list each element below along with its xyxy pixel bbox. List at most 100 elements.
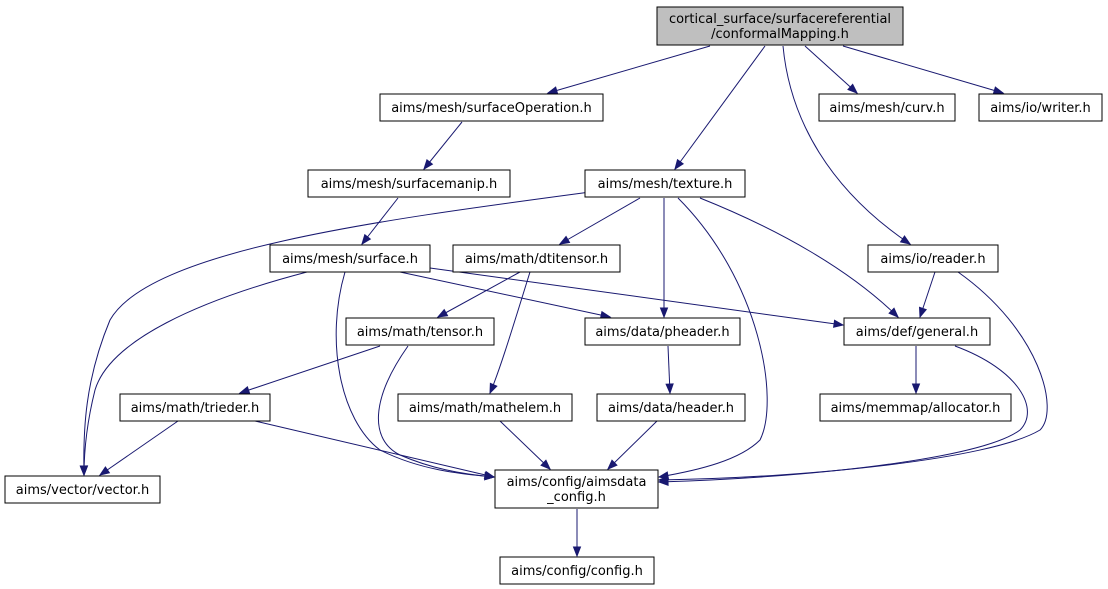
node-pheader[interactable]: aims/data/pheader.h [584,317,741,346]
node-box[interactable] [345,317,495,346]
node-header[interactable]: aims/data/header.h [596,393,746,422]
edge-dtitensor-to-tensor [436,271,521,318]
node-box[interactable] [452,244,621,273]
node-box[interactable] [584,317,741,346]
edge-line [842,45,1004,94]
node-box[interactable] [269,244,431,273]
node-box[interactable] [494,469,659,509]
edge-surfacemanip-to-surface [361,197,399,246]
arrowhead [546,86,559,95]
arrowhead [79,465,89,477]
node-box[interactable] [656,6,904,46]
edge-surface-to-pheader [399,271,612,320]
node-label: aims/data/pheader.h [595,325,729,340]
edge-trieder-to-vector [98,420,179,476]
node-box[interactable] [379,93,604,122]
node-box[interactable] [4,475,161,504]
edge-root-to-surfaceOperation [546,45,711,95]
node-root[interactable]: cortical_surface/surfacereferential/conf… [656,6,904,46]
arrowhead [657,477,669,486]
edge-line [499,420,551,470]
node-reader[interactable]: aims/io/reader.h [867,244,999,273]
arrowhead [899,235,912,245]
edge-line [607,420,658,470]
edge-line [804,45,858,94]
node-allocator[interactable]: aims/memmap/allocator.h [819,393,1012,422]
node-label: aims/data/header.h [608,401,734,416]
node-trieder[interactable]: aims/math/trieder.h [119,393,271,422]
arrowhead [833,319,845,328]
node-texture[interactable]: aims/mesh/texture.h [584,169,746,198]
edge-texture-to-vector [79,191,591,477]
node-label: aims/math/dtitensor.h [465,252,608,267]
edge-pheader-to-header [665,345,674,395]
node-box[interactable] [819,393,1012,422]
arrowhead [483,470,496,479]
node-box[interactable] [818,93,956,122]
edge-line [559,197,641,245]
arrowhead [607,459,618,470]
arrowhead [911,383,921,395]
edge-mathelem-to-aimsdata_config [499,420,551,470]
node-tensor[interactable]: aims/math/tensor.h [345,317,495,346]
edge-line [399,271,611,318]
node-box[interactable] [499,556,655,585]
node-box[interactable] [978,93,1103,122]
arrowhead [572,546,582,558]
edge-aimsdata_config-to-config [572,509,582,558]
node-box[interactable] [119,393,271,422]
edge-tensor-to-trieder [238,345,381,394]
edge-line [83,191,591,476]
edge-texture-to-pheader [659,198,669,319]
node-label: _config.h [546,490,606,505]
edge-reader-to-aimsdata_config [657,271,1048,485]
edge-line [658,197,768,478]
node-curv[interactable]: aims/mesh/curv.h [818,93,956,122]
edge-line [782,45,911,245]
edge-line [423,121,463,170]
node-label: aims/def/general.h [856,325,978,340]
node-mathelem[interactable]: aims/math/mathelem.h [397,393,573,422]
node-surfaceOperation[interactable]: aims/mesh/surfaceOperation.h [379,93,604,122]
edge-line [335,271,495,478]
node-config[interactable]: aims/config/config.h [499,556,655,585]
arrowhead [423,158,434,171]
node-general[interactable]: aims/def/general.h [843,317,991,346]
edge-root-to-reader [782,45,912,245]
edge-line [699,197,899,318]
edge-general-to-aimsdata_config [657,345,1028,486]
node-box[interactable] [867,244,999,273]
node-box[interactable] [397,393,573,422]
node-aimsdata_config[interactable]: aims/config/aimsdata_config.h [494,469,659,509]
edge-surface-to-vector [79,271,308,477]
edge-surface-to-aimsdata_config [335,271,496,481]
node-box[interactable] [596,393,746,422]
edge-line [437,271,521,318]
nodes-layer: cortical_surface/surfacereferential/conf… [4,6,1103,585]
node-label: aims/config/aimsdata [507,475,647,490]
arrowhead [888,307,899,318]
edge-reader-to-general [918,271,936,319]
edge-line [254,420,495,478]
node-dtitensor[interactable]: aims/math/dtitensor.h [452,244,621,273]
node-box[interactable] [843,317,991,346]
edge-surfaceOperation-to-surfacemanip [423,121,463,171]
node-vector[interactable]: aims/vector/vector.h [4,475,161,504]
node-label: aims/mesh/texture.h [598,177,733,192]
node-label: cortical_surface/surfacereferential [669,12,891,27]
edge-line [658,345,1028,483]
node-label: aims/io/writer.h [990,101,1091,116]
arrowhead [674,158,685,171]
node-label: aims/mesh/curv.h [829,101,944,116]
edge-trieder-to-aimsdata_config [254,420,496,479]
node-writer[interactable]: aims/io/writer.h [978,93,1103,122]
node-surfacemanip[interactable]: aims/mesh/surfacemanip.h [307,169,511,198]
node-box[interactable] [307,169,511,198]
edge-texture-to-dtitensor [558,197,641,245]
node-label: aims/mesh/surfaceOperation.h [391,101,592,116]
node-box[interactable] [584,169,746,198]
arrowhead [489,382,498,395]
node-surface[interactable]: aims/mesh/surface.h [269,244,431,273]
arrowhead [540,459,551,470]
arrowhead [436,308,449,318]
